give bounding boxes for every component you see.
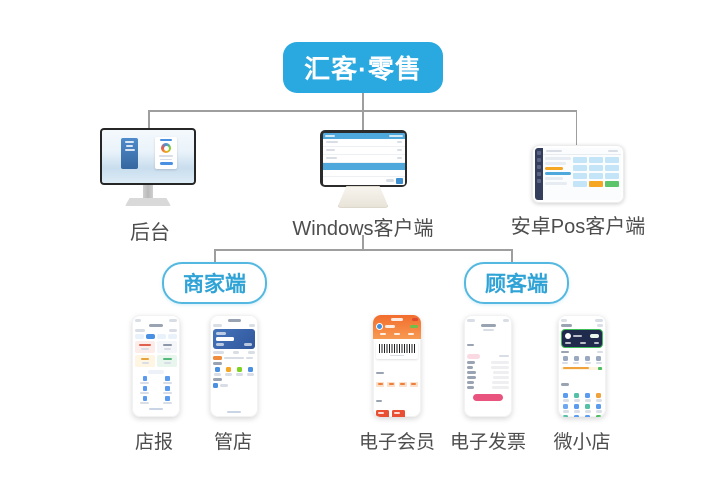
avatar bbox=[376, 323, 383, 330]
connector-line bbox=[362, 93, 364, 110]
app-phone-micro-store bbox=[558, 315, 606, 417]
menu-grid bbox=[135, 376, 177, 404]
stat-cards bbox=[135, 341, 177, 367]
member-level-badge bbox=[410, 325, 418, 328]
selected-row bbox=[322, 162, 405, 170]
dialog-card bbox=[155, 137, 177, 169]
pos-action-button bbox=[395, 177, 403, 184]
pos-stand bbox=[337, 186, 389, 208]
connector-line bbox=[511, 249, 513, 263]
app-phone-e-member bbox=[373, 315, 421, 417]
quick-actions bbox=[376, 381, 418, 387]
device-label-windows-client: Windows客户端 bbox=[292, 218, 434, 240]
connector-line bbox=[214, 249, 512, 251]
app-phone-e-invoice bbox=[464, 315, 512, 417]
monitor-stand bbox=[143, 185, 153, 198]
monitor-screen bbox=[100, 128, 196, 185]
app-phone-guandian bbox=[210, 315, 258, 417]
device-label-backend: 后台 bbox=[130, 222, 170, 244]
member-header bbox=[373, 315, 421, 339]
android-tablet-illustration bbox=[532, 145, 624, 203]
monitor-base bbox=[125, 198, 171, 206]
invoice-type-tab bbox=[467, 353, 480, 359]
coupons bbox=[376, 409, 418, 417]
store-menu-grid bbox=[561, 393, 603, 417]
revenue-card bbox=[213, 329, 255, 349]
member-barcode-card bbox=[376, 341, 418, 359]
connector-line bbox=[362, 110, 364, 131]
tablet-product-grid bbox=[573, 157, 619, 198]
app-phone-dianbao bbox=[132, 315, 180, 417]
poster-card bbox=[121, 138, 138, 169]
branch-pill-customer: 顾客端 bbox=[464, 262, 569, 304]
root-node: 汇客·零售 bbox=[283, 42, 443, 93]
tablet-sidebar bbox=[535, 148, 543, 200]
connector-line bbox=[214, 249, 216, 263]
pos-screen bbox=[320, 130, 407, 187]
connector-line bbox=[362, 235, 364, 249]
store-stats-icons bbox=[561, 355, 603, 364]
app-label-dianbao: 店报 bbox=[134, 432, 173, 453]
windows-pos-illustration bbox=[320, 130, 407, 210]
app-label-e-member: 电子会员 bbox=[358, 432, 435, 453]
chart-circle bbox=[161, 143, 171, 153]
connector-line bbox=[575, 110, 577, 145]
notice-bar bbox=[561, 366, 603, 370]
tablet-order-list bbox=[545, 157, 571, 198]
backend-monitor-illustration bbox=[100, 128, 196, 208]
barcode bbox=[379, 344, 415, 353]
store-card bbox=[561, 329, 603, 348]
app-label-micro-store: 微小店 bbox=[553, 432, 611, 453]
function-icons bbox=[213, 367, 255, 376]
app-label-e-invoice: 电子发票 bbox=[449, 432, 526, 453]
app-label-guandian: 管店 bbox=[213, 432, 252, 453]
submit-button bbox=[473, 394, 503, 401]
connector-line bbox=[148, 110, 150, 128]
branch-pill-merchant: 商家端 bbox=[162, 262, 267, 304]
device-label-android-pos: 安卓Pos客户端 bbox=[510, 216, 646, 238]
